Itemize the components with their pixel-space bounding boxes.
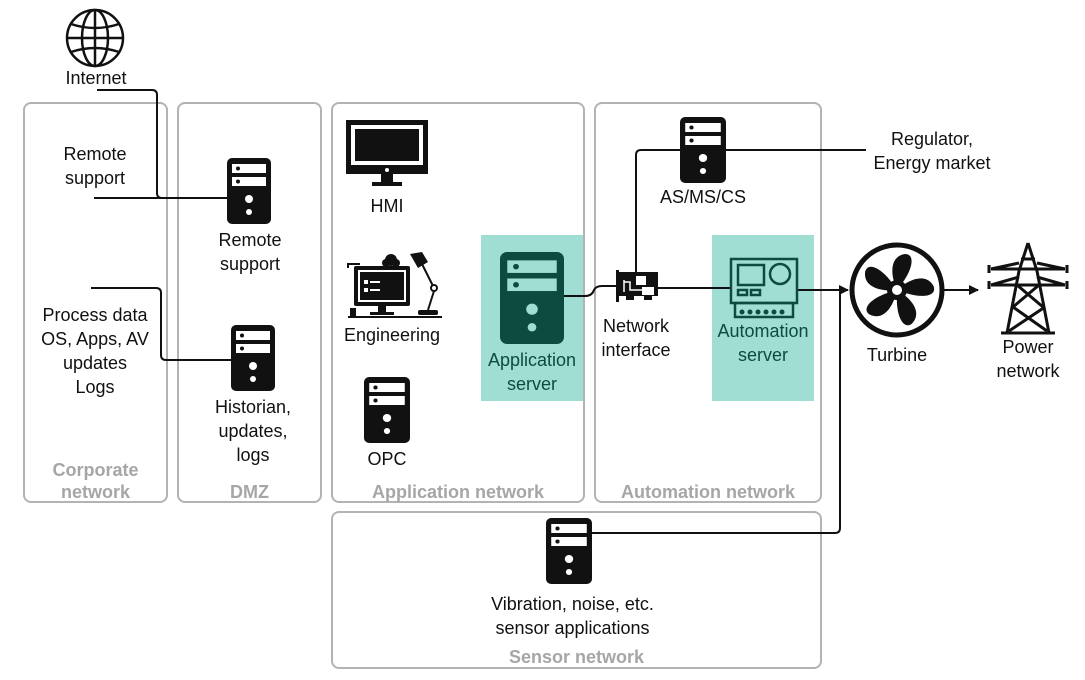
server-icon-as-ms-cs — [680, 117, 726, 188]
zone-label-automation: Automation network — [621, 482, 795, 502]
zone-sensor-network: Sensor network — [331, 511, 822, 669]
zone-label-corporate-line1: Corporate — [52, 460, 139, 480]
server-icon-remote-support — [227, 158, 271, 229]
monitor-icon — [346, 120, 428, 186]
server-icon-historian — [231, 325, 275, 396]
label-sensor-applications: Vibration, noise, etc. sensor applicatio… — [491, 594, 654, 638]
label-engineering: Engineering — [343, 325, 441, 345]
automation-controller-icon — [729, 257, 799, 319]
zone-label-sensor: Sensor network — [508, 647, 645, 667]
label-as-ms-cs: AS/MS/CS — [659, 187, 747, 207]
engineering-workstation-icon — [347, 252, 442, 318]
label-internet: Internet — [65, 68, 127, 88]
label-network-interface: Network interface — [601, 316, 671, 360]
power-pylon-icon — [987, 242, 1069, 335]
zone-application-network: Application network — [331, 102, 585, 503]
zone-label-corporate: Corporate network — [25, 459, 166, 503]
zone-label-dmz: DMZ — [230, 482, 269, 502]
label-remote-support-dmz: Remote support — [218, 230, 282, 274]
server-icon-application-server — [500, 252, 564, 349]
globe-icon — [65, 8, 125, 68]
server-icon-opc — [364, 377, 410, 448]
label-opc: OPC — [367, 449, 407, 469]
label-power-network: Power network — [996, 337, 1060, 381]
server-icon-sensor — [546, 518, 592, 589]
label-process-data: Process data OS, Apps, AV updates Logs — [41, 305, 149, 397]
zone-label-application: Application network — [371, 482, 544, 502]
label-hmi: HMI — [370, 196, 404, 216]
label-turbine: Turbine — [866, 345, 928, 365]
label-regulator-energy-market: Regulator, Energy market — [873, 129, 991, 173]
label-remote-support-corp: Remote support — [63, 144, 127, 188]
network-interface-card-icon — [616, 270, 658, 302]
label-automation-server: Automation server — [717, 321, 809, 365]
turbine-fan-icon — [849, 242, 945, 338]
label-application-server: Application server — [487, 350, 577, 394]
label-historian: Historian, updates, logs — [214, 397, 292, 465]
zone-label-corporate-line2: network — [60, 482, 130, 502]
